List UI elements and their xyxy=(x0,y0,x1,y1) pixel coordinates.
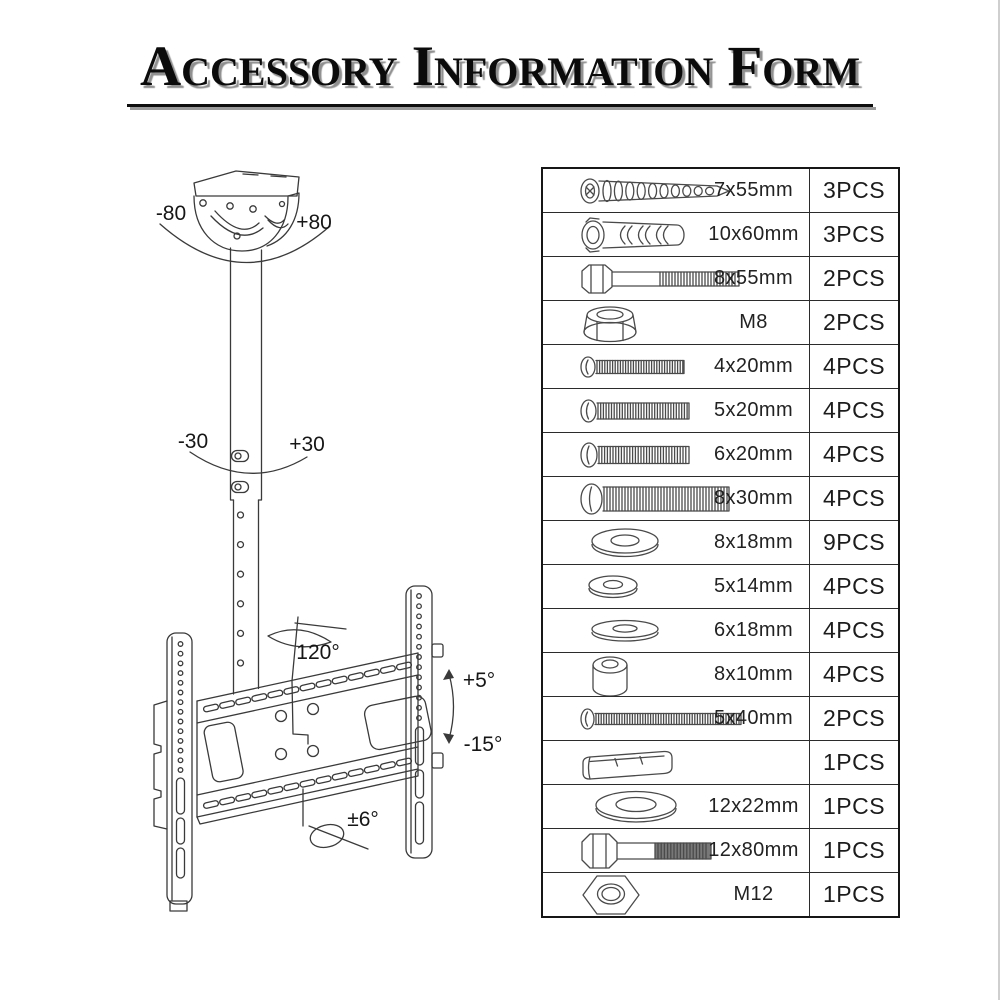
part-size: M12 xyxy=(733,883,774,905)
table-row: 5x40mm 2PCS xyxy=(543,696,898,740)
part-qty: 4PCS xyxy=(809,609,898,652)
part-qty: 4PCS xyxy=(809,389,898,432)
part-size: 10x60mm xyxy=(708,223,799,245)
diagram-generated-details xyxy=(177,511,422,809)
part-qty: 2PCS xyxy=(809,697,898,740)
part-size: 5x14mm xyxy=(713,575,794,597)
tilt-arrow: +5° -15° xyxy=(443,669,502,756)
strap-clip-icon xyxy=(543,745,698,781)
part-qty: 2PCS xyxy=(809,301,898,344)
page-header: Accessory Information Form xyxy=(0,38,1000,95)
spacer-icon xyxy=(543,652,698,698)
part-qty: 4PCS xyxy=(809,433,898,476)
table-row: 12x80mm 1PCS xyxy=(543,828,898,872)
label-pole-right: +30 xyxy=(289,433,325,456)
part-qty: 3PCS xyxy=(809,169,898,212)
pan-screw-6x20-icon xyxy=(543,439,698,471)
title-underline xyxy=(127,104,873,107)
label-pole-left: -30 xyxy=(178,430,208,453)
label-level-adjust: ±6° xyxy=(347,808,379,831)
level-adjust-indicator: ±6° xyxy=(302,788,379,850)
flat-washer-12x22-icon xyxy=(543,788,698,826)
part-size: M8 xyxy=(739,311,768,333)
part-size: 8x18mm xyxy=(713,531,794,553)
hex-bolt-icon xyxy=(543,262,740,296)
hex-nut-icon xyxy=(543,874,698,916)
part-qty: 2PCS xyxy=(809,257,898,300)
label-swivel-right: +80 xyxy=(296,211,332,234)
pan-screw-8x30-icon xyxy=(543,479,730,519)
flat-washer-5x14-icon xyxy=(543,574,698,600)
part-size: 12x80mm xyxy=(708,839,799,861)
plate-left-cutout xyxy=(203,721,244,783)
table-row: 8x10mm 4PCS xyxy=(543,652,898,698)
pan-screw-5x20-icon xyxy=(543,396,698,426)
swivel-arc: -80 +80 xyxy=(156,202,332,264)
tv-plate xyxy=(196,652,432,825)
hex-bolt-12x80-icon xyxy=(543,830,712,872)
label-tilt-up: +5° xyxy=(463,669,495,692)
part-size: 12x22mm xyxy=(708,795,799,817)
plate-right-cutout xyxy=(363,695,432,751)
wall-anchor-icon xyxy=(543,215,698,255)
table-row: M8 2PCS xyxy=(543,300,898,344)
table-row: 8x55mm 2PCS xyxy=(543,256,898,300)
page-title: Accessory Information Form xyxy=(139,35,861,98)
pan-screw-4x20-icon xyxy=(543,354,698,380)
part-size: 5x20mm xyxy=(713,399,794,421)
part-size: 6x18mm xyxy=(713,619,794,641)
part-qty: 1PCS xyxy=(809,741,898,784)
part-qty: 3PCS xyxy=(809,213,898,256)
table-row: 6x18mm 4PCS xyxy=(543,608,898,652)
table-row: 12x22mm 1PCS xyxy=(543,784,898,828)
part-qty: 1PCS xyxy=(809,785,898,828)
label-swivel-left: -80 xyxy=(156,202,186,225)
part-qty: 4PCS xyxy=(809,345,898,388)
table-row: 5x20mm 4PCS xyxy=(543,388,898,432)
lag-screw-icon xyxy=(543,173,730,209)
table-row: 5x14mm 4PCS xyxy=(543,564,898,608)
label-tilt-down: -15° xyxy=(464,733,503,756)
mount-diagram: -80 +80 -30 +30 120° xyxy=(153,170,502,912)
ceiling-bracket xyxy=(193,170,300,252)
table-row: 6x20mm 4PCS xyxy=(543,432,898,476)
table-row: 1PCS xyxy=(543,740,898,784)
label-swivel-range: 120° xyxy=(296,641,339,664)
part-size: 4x20mm xyxy=(713,355,794,377)
page-right-edge-line xyxy=(998,0,1000,1000)
lock-nut-icon xyxy=(543,302,698,344)
part-qty: 4PCS xyxy=(809,653,898,696)
table-row: 10x60mm 3PCS xyxy=(543,212,898,256)
part-size: 8x10mm xyxy=(713,663,794,685)
table-row: 4x20mm 4PCS xyxy=(543,344,898,388)
left-vesa-rail xyxy=(153,632,193,912)
swivel-range-indicator: 120° xyxy=(267,616,347,745)
pole-arc: -30 +30 xyxy=(178,430,325,474)
table-row: 7x55mm 3PCS xyxy=(543,169,898,212)
part-qty: 1PCS xyxy=(809,873,898,916)
table-row: M12 1PCS xyxy=(543,872,898,916)
flat-washer-8x18-icon xyxy=(543,526,698,560)
part-size: 8x30mm xyxy=(713,487,794,509)
machine-screw-5x40-icon xyxy=(543,706,742,732)
right-vesa-rail xyxy=(405,585,444,859)
part-qty: 9PCS xyxy=(809,521,898,564)
table-row: 8x30mm 4PCS xyxy=(543,476,898,520)
part-size: 7x55mm xyxy=(713,179,794,201)
part-qty: 1PCS xyxy=(809,829,898,872)
part-size: 6x20mm xyxy=(713,443,794,465)
part-size: 5x40mm xyxy=(713,707,794,729)
part-size: 8x55mm xyxy=(713,267,794,289)
support-pole xyxy=(229,247,263,695)
part-qty: 4PCS xyxy=(809,477,898,520)
flat-washer-6x18-icon xyxy=(543,619,698,643)
part-qty: 4PCS xyxy=(809,565,898,608)
table-row: 8x18mm 9PCS xyxy=(543,520,898,564)
